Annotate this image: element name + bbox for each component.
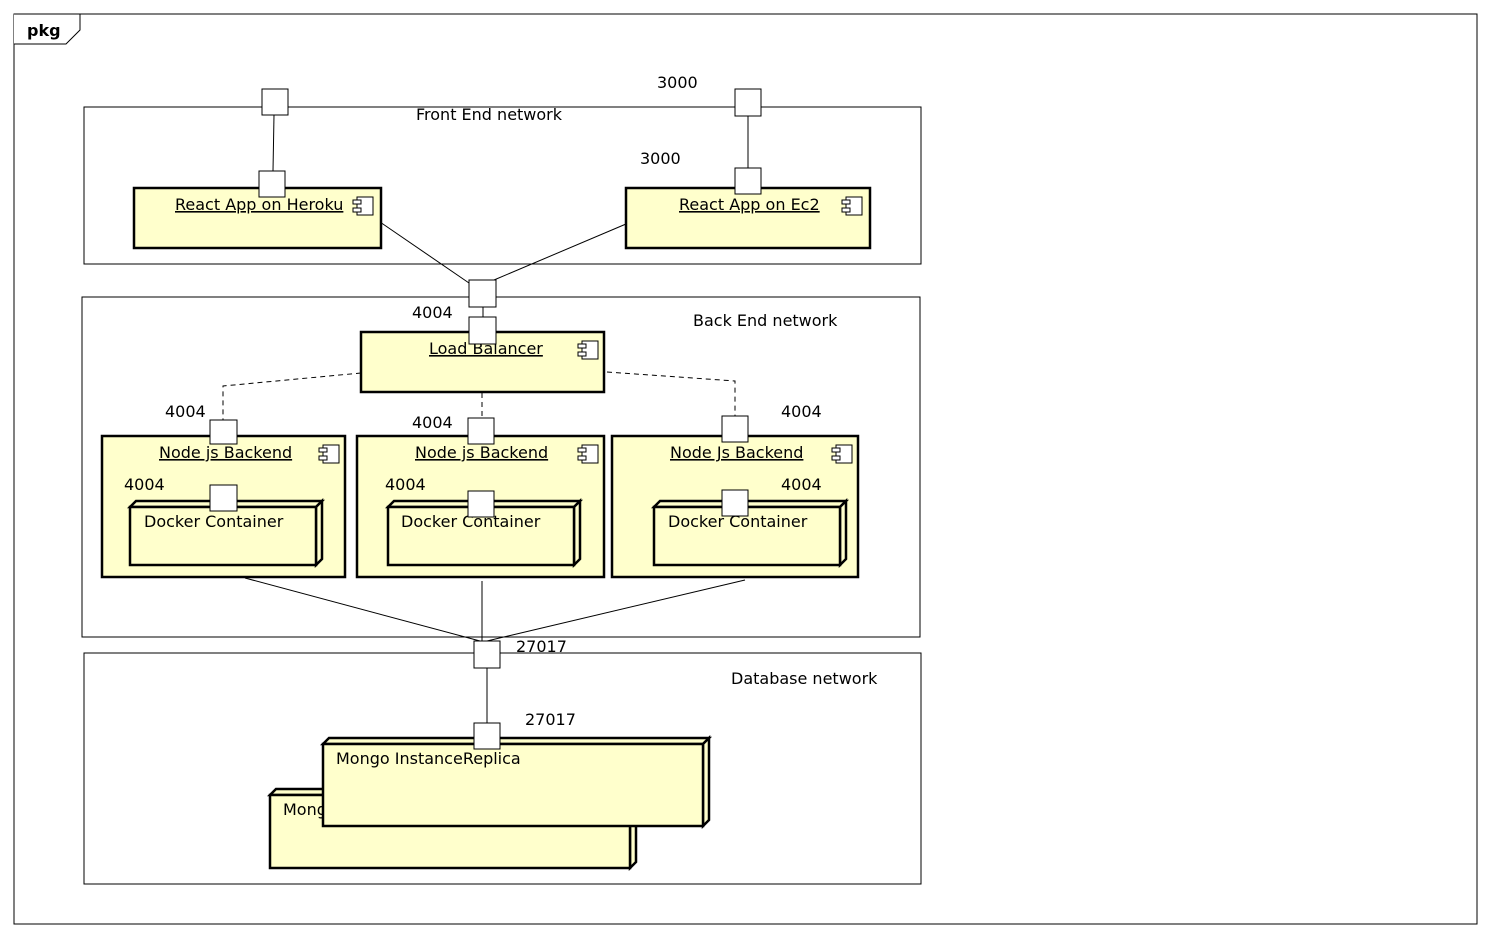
frontend-network-frame: [83, 106, 922, 265]
connector-ec2-lb: [493, 223, 627, 281]
node-label: Docker Container: [144, 512, 284, 531]
port-ec2-outer: [734, 88, 762, 117]
port-nb1: [209, 419, 238, 445]
component-icon: [577, 340, 599, 360]
port-label-dc2: 4004: [385, 475, 426, 494]
component-label: Load Balancer: [429, 339, 543, 358]
port-label-ec2-inner: 3000: [640, 149, 681, 168]
node-docker-container-2: Docker Container: [384, 497, 584, 569]
node-docker-container-3: Docker Container: [650, 497, 850, 569]
port-ec2-inner: [734, 167, 762, 195]
component-react-ec2: React App on Ec2: [624, 186, 872, 250]
component-icon: [831, 444, 853, 464]
component-icon: [577, 444, 599, 464]
component-label: Node js Backend: [415, 443, 548, 462]
node-label: Docker Container: [401, 512, 541, 531]
port-heroku-inner: [258, 170, 286, 198]
port-label-dc1: 4004: [124, 475, 165, 494]
package-label: pkg: [27, 21, 61, 40]
port-dc1: [209, 484, 238, 512]
port-backend-entry: [468, 279, 497, 308]
connector-nb1-db: [244, 577, 481, 642]
component-react-heroku: React App on Heroku: [132, 186, 383, 250]
database-network-label: Database network: [731, 669, 878, 688]
port-label-nb3: 4004: [781, 402, 822, 421]
port-label-ec2-outer: 3000: [657, 73, 698, 92]
connector-heroku-lb: [379, 221, 470, 284]
port-label-nb1: 4004: [165, 402, 206, 421]
port-lb: [468, 316, 497, 345]
port-dc2: [467, 490, 495, 518]
port-heroku-outer: [261, 88, 289, 116]
component-label: React App on Heroku: [175, 195, 343, 214]
node-docker-container-1: Docker Container: [126, 497, 326, 569]
component-label: React App on Ec2: [679, 195, 820, 214]
node-label: Mong: [283, 800, 327, 819]
component-icon: [352, 196, 374, 216]
port-label-nb2: 4004: [412, 413, 453, 432]
port-label-dc3: 4004: [781, 475, 822, 494]
component-label: Node js Backend: [159, 443, 292, 462]
node-label: Mongo InstanceReplica: [336, 749, 521, 768]
port-db-inner: [473, 722, 501, 750]
component-icon: [318, 444, 340, 464]
node-mongo-replica: Mongo InstanceReplica: [319, 734, 713, 830]
ports: [209, 88, 762, 750]
port-dc3: [721, 489, 749, 517]
component-icon: [841, 196, 863, 216]
connector-nb3-db: [486, 579, 746, 642]
frontend-network-label: Front End network: [416, 105, 563, 124]
backend-network-frame: [81, 296, 921, 638]
port-label-db-outer: 27017: [516, 637, 567, 656]
port-nb3: [721, 415, 749, 443]
connector-heroku: [272, 114, 275, 172]
port-label-lb: 4004: [412, 303, 453, 322]
connectors: [222, 114, 749, 723]
database-network-frame: [83, 652, 922, 885]
port-label-db-inner: 27017: [525, 710, 576, 729]
node-label: Docker Container: [668, 512, 808, 531]
component-label: Node Js Backend: [670, 443, 803, 462]
dependency-lb-nb1: [222, 372, 362, 434]
port-db-outer: [473, 640, 501, 669]
port-nb2: [467, 417, 495, 445]
backend-network-label: Back End network: [693, 311, 838, 330]
